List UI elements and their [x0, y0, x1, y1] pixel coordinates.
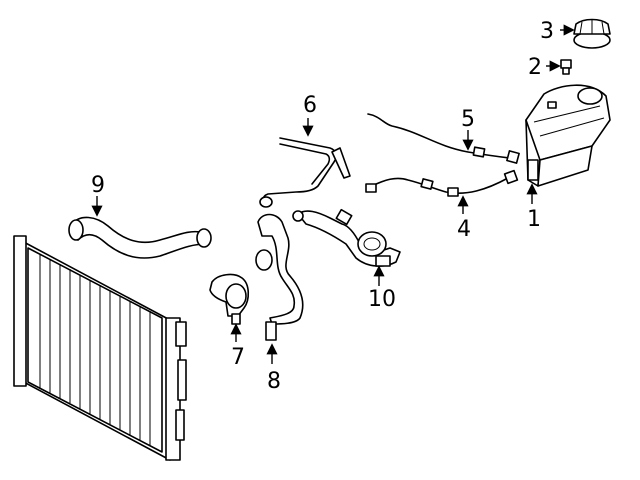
expansion-tank [525, 84, 611, 187]
sensor-harness-upper [367, 113, 520, 164]
callout-3: 3 [540, 19, 554, 44]
callout-7: 7 [231, 345, 245, 370]
callout-8: 8 [267, 369, 281, 394]
callout-9: 9 [91, 173, 105, 198]
reservoir-cap [573, 18, 611, 49]
bypass-pipe [259, 137, 351, 208]
lower-hose [255, 213, 304, 341]
callout-1: 1 [527, 207, 541, 232]
sensor-harness-lower [365, 169, 519, 197]
upper-radiator-hose [68, 216, 212, 259]
thermostat-housing-hose [209, 273, 250, 325]
callout-leaders [91, 24, 575, 364]
bleeder-plug [560, 59, 572, 75]
callout-4: 4 [457, 217, 471, 242]
callout-6: 6 [303, 93, 317, 118]
callout-5: 5 [461, 107, 475, 132]
radiator [13, 235, 187, 461]
callout-10: 10 [368, 287, 396, 312]
heater-hose [292, 208, 401, 267]
callout-2: 2 [528, 55, 542, 80]
